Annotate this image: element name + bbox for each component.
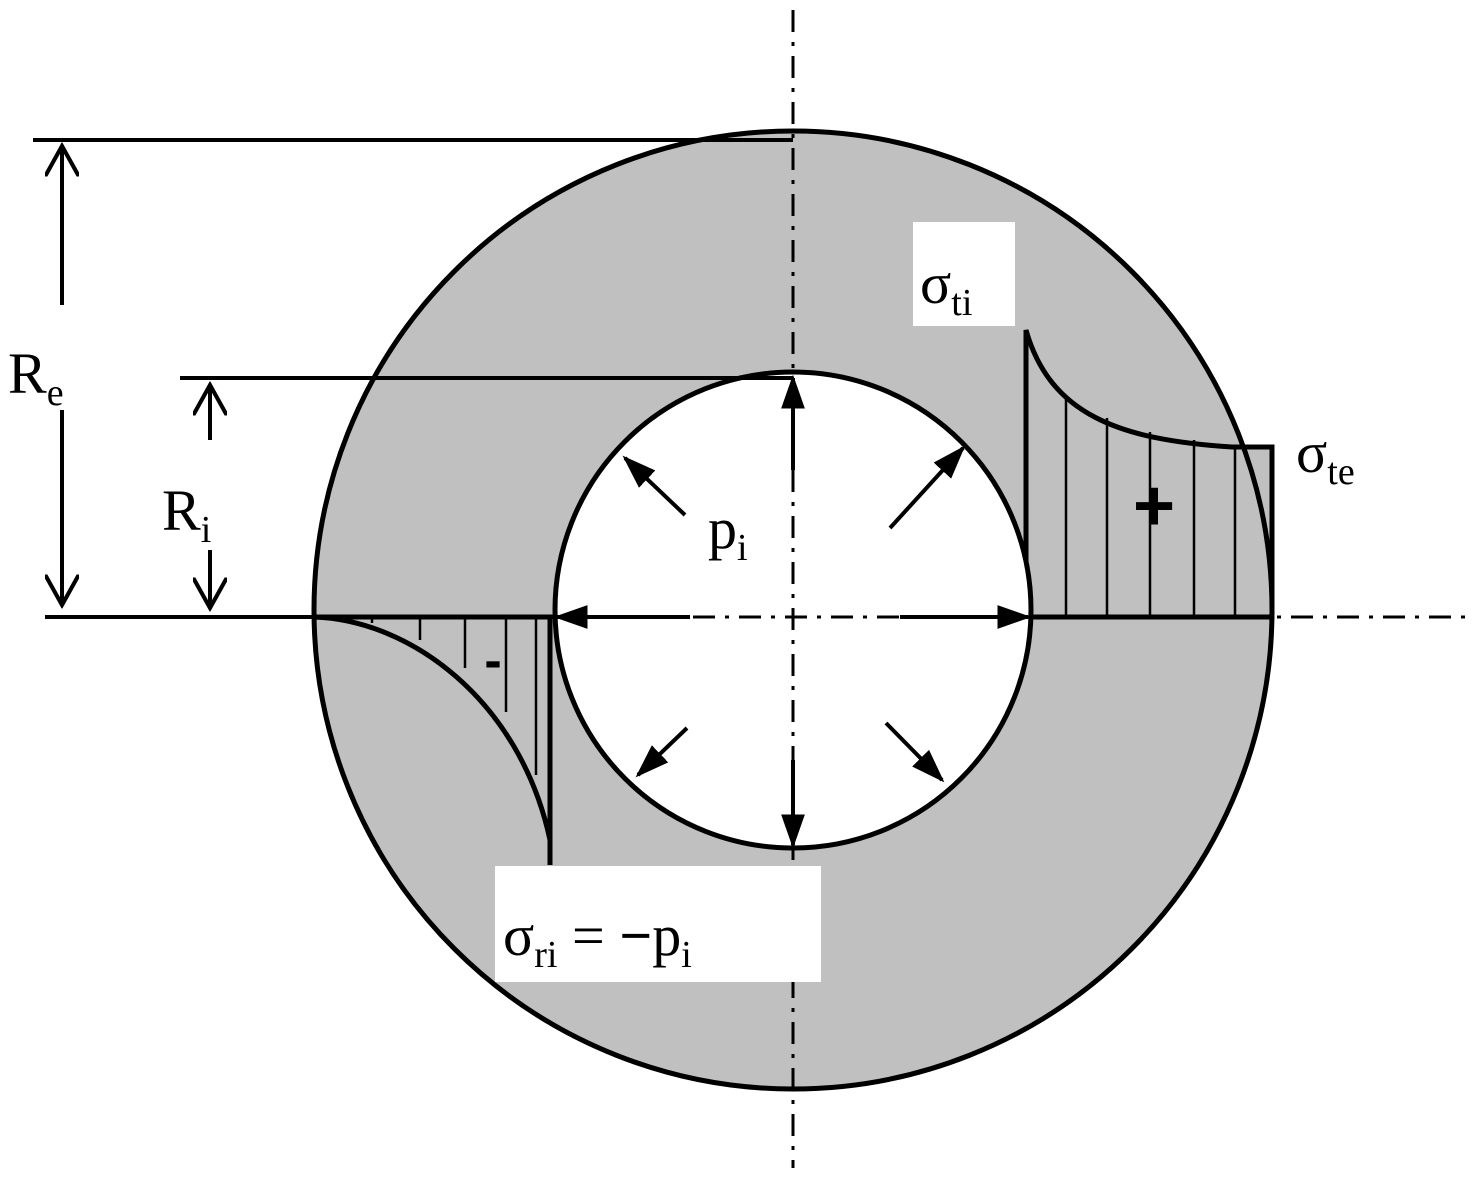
hoop-stress-inner-label-box: [913, 222, 1015, 326]
negative-sign-label: -: [484, 632, 501, 690]
inner-radius-label: Ri: [162, 478, 211, 551]
hoop-stress-inner-label: σti: [920, 251, 972, 324]
pressure-arrow: [622, 455, 687, 517]
radial-stress-area: [313, 614, 553, 865]
hoop-stress-outer-label: σte: [1296, 420, 1355, 493]
pressure-label: pi: [708, 496, 748, 569]
positive-sign-label: +: [1133, 466, 1175, 546]
hoop-stress-diagram: +: [1023, 329, 1275, 620]
pressure-label-box: [688, 488, 778, 578]
pressure-arrow: [635, 726, 689, 778]
radial-stress-diagram: -: [313, 614, 553, 865]
radial-stress-label-box: [495, 866, 821, 982]
pressure-arrow: [884, 721, 945, 783]
outer-radius-label: Re: [8, 341, 64, 414]
pressure-arrow: [888, 445, 966, 530]
internal-pressure-arrows: [553, 374, 1032, 849]
radial-stress-inner-label: σri = −pi: [503, 903, 692, 976]
